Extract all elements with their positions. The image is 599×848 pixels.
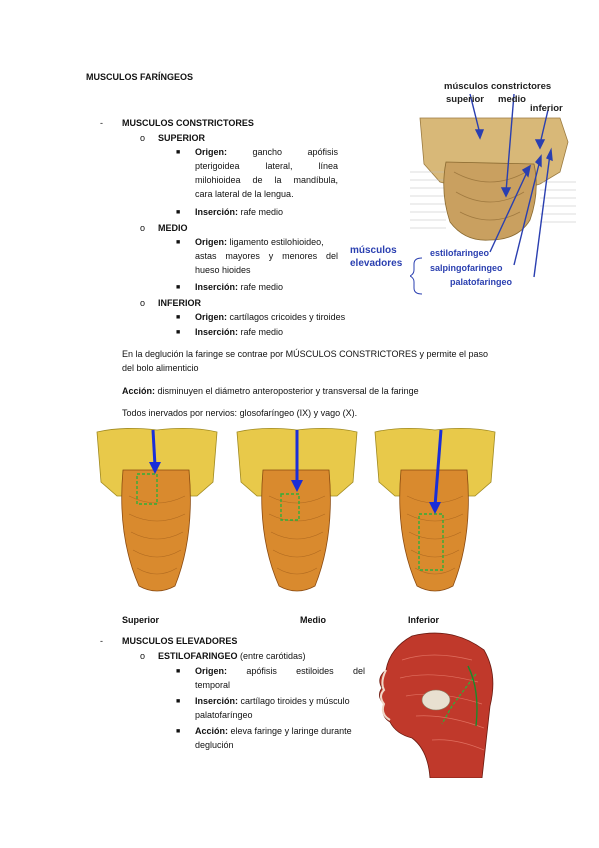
- list-square: ■: [176, 149, 181, 156]
- list-circle: o: [140, 223, 146, 233]
- inferior-origen: Origen: cartílagos cricoides y tiroides: [195, 310, 345, 324]
- list-dash: -: [100, 636, 103, 646]
- accion-label: Acción:: [195, 726, 229, 736]
- text: gancho: [252, 147, 283, 157]
- text: eleva faringe y laringe durante: [230, 726, 352, 736]
- origen-label: Origen:: [195, 147, 228, 157]
- text: rafe medio: [240, 327, 284, 337]
- text: deglución: [195, 740, 234, 750]
- text: rafe medio: [240, 207, 284, 217]
- pharynx-posterior-illustration: [408, 72, 576, 297]
- pharynx-posterior-figure: músculos constrictores superior medio in…: [350, 72, 576, 297]
- text: astas mayores y menores del: [195, 251, 338, 261]
- list-square: ■: [176, 728, 181, 735]
- origen-label: Origen:: [195, 312, 228, 322]
- text: rafe medio: [240, 282, 284, 292]
- text: disminuyen el diámetro anteroposterior y…: [157, 386, 419, 396]
- figure-caption-medio: Medio: [300, 615, 326, 625]
- list-square: ■: [176, 329, 181, 336]
- text: (entre carótidas): [240, 651, 306, 661]
- list-circle: o: [140, 133, 146, 143]
- text: temporal: [195, 680, 231, 690]
- constrictor-medio-figure: [233, 426, 361, 596]
- insercion-label: Inserción:: [195, 696, 239, 706]
- text: línea: [318, 161, 338, 171]
- list-square: ■: [176, 668, 181, 675]
- elevadores-heading: MUSCULOS ELEVADORES: [122, 636, 238, 646]
- text: apófisis: [246, 666, 277, 676]
- insercion-label: Inserción:: [195, 327, 239, 337]
- insercion-label: Inserción:: [195, 282, 239, 292]
- text: pterigoidea: [195, 161, 240, 171]
- origen-label: Origen:: [195, 666, 228, 676]
- text: cartílago tiroides y músculo: [240, 696, 350, 706]
- constrictor-inferior-illustration: [374, 428, 496, 592]
- superior-heading: SUPERIOR: [158, 133, 206, 143]
- list-square: ■: [176, 239, 181, 246]
- text: ESTILOFARINGEO: [158, 651, 238, 661]
- text: estiloides: [296, 666, 334, 676]
- inervacion-paragraph: Todos inervados por nervios: glosofaríng…: [122, 408, 358, 418]
- constrictor-superior-figure: [93, 426, 221, 596]
- text: del bolo alimenticio: [122, 363, 199, 373]
- list-square: ■: [176, 209, 181, 216]
- list-square: ■: [176, 314, 181, 321]
- text: cartílagos cricoides y tiroides: [229, 312, 346, 322]
- constrictor-inferior-figure: [371, 426, 499, 596]
- figure-label-medio: medio: [498, 94, 526, 105]
- text: músculos: [350, 245, 397, 256]
- estilo-origen: Origen: apófisis estiloides del temporal: [195, 664, 365, 692]
- medio-origen: Origen: ligamento estilohioideo, astas m…: [195, 235, 338, 277]
- superior-origen: Origen: gancho apófisis pterigoidea late…: [195, 145, 338, 201]
- inferior-insercion: Inserción: rafe medio: [195, 325, 283, 339]
- text: En la deglución la faringe se contrae po…: [122, 349, 488, 359]
- accion-paragraph: Acción: disminuyen el diámetro anteropos…: [122, 384, 419, 398]
- figure-caption-inferior: Inferior: [408, 615, 440, 625]
- text: ligamento estilohioideo,: [229, 237, 324, 247]
- head-neck-muscle-illustration: [379, 632, 494, 779]
- estilo-insercion: Inserción: cartílago tiroides y músculo …: [195, 694, 350, 722]
- insercion-label: Inserción:: [195, 207, 239, 217]
- constrictor-medio-illustration: [236, 428, 358, 592]
- list-dash: -: [100, 118, 103, 128]
- head-neck-muscle-figure: [372, 630, 500, 779]
- constrictor-superior-illustration: [96, 428, 218, 592]
- medio-insercion: Inserción: rafe medio: [195, 280, 283, 294]
- origen-label: Origen:: [195, 237, 228, 247]
- figure-label-constrictores: músculos constrictores: [444, 81, 552, 92]
- text: hueso hioides: [195, 265, 251, 275]
- list-circle: o: [140, 651, 146, 661]
- deglucion-paragraph: En la deglución la faringe se contrae po…: [122, 347, 488, 375]
- figure-label-elevadores: músculos elevadores: [350, 244, 402, 270]
- estilofaringeo-heading: ESTILOFARINGEO (entre carótidas): [158, 649, 306, 663]
- text: del: [352, 666, 365, 676]
- figure-label-palatofaringeo: palatofaringeo: [450, 277, 513, 287]
- list-square: ■: [176, 284, 181, 291]
- estilo-accion: Acción: eleva faringe y laringe durante …: [195, 724, 352, 752]
- list-square: ■: [176, 698, 181, 705]
- figure-caption-superior: Superior: [122, 615, 160, 625]
- inferior-heading: INFERIOR: [158, 298, 202, 308]
- text: lateral,: [265, 161, 293, 171]
- text: apófisis: [307, 147, 338, 157]
- figure-label-inferior: inferior: [530, 103, 563, 114]
- text: milohioidea de la mandíbula,: [195, 175, 338, 185]
- figure-label-superior: superior: [446, 94, 485, 105]
- document-title: MUSCULOS FARÍNGEOS: [86, 72, 194, 82]
- constrictores-heading: MUSCULOS CONSTRICTORES: [122, 118, 254, 128]
- medio-heading: MEDIO: [158, 223, 188, 233]
- figure-label-salpingofaringeo: salpingofaringeo: [430, 263, 503, 273]
- superior-insercion: Inserción: rafe medio: [195, 205, 283, 219]
- accion-label: Acción:: [122, 386, 156, 396]
- list-circle: o: [140, 298, 146, 308]
- text: palatofaríngeo: [195, 710, 253, 720]
- text: cara lateral de la lengua.: [195, 189, 294, 199]
- figure-label-estilofaringeo: estilofaringeo: [430, 248, 490, 258]
- text: elevadores: [350, 258, 403, 269]
